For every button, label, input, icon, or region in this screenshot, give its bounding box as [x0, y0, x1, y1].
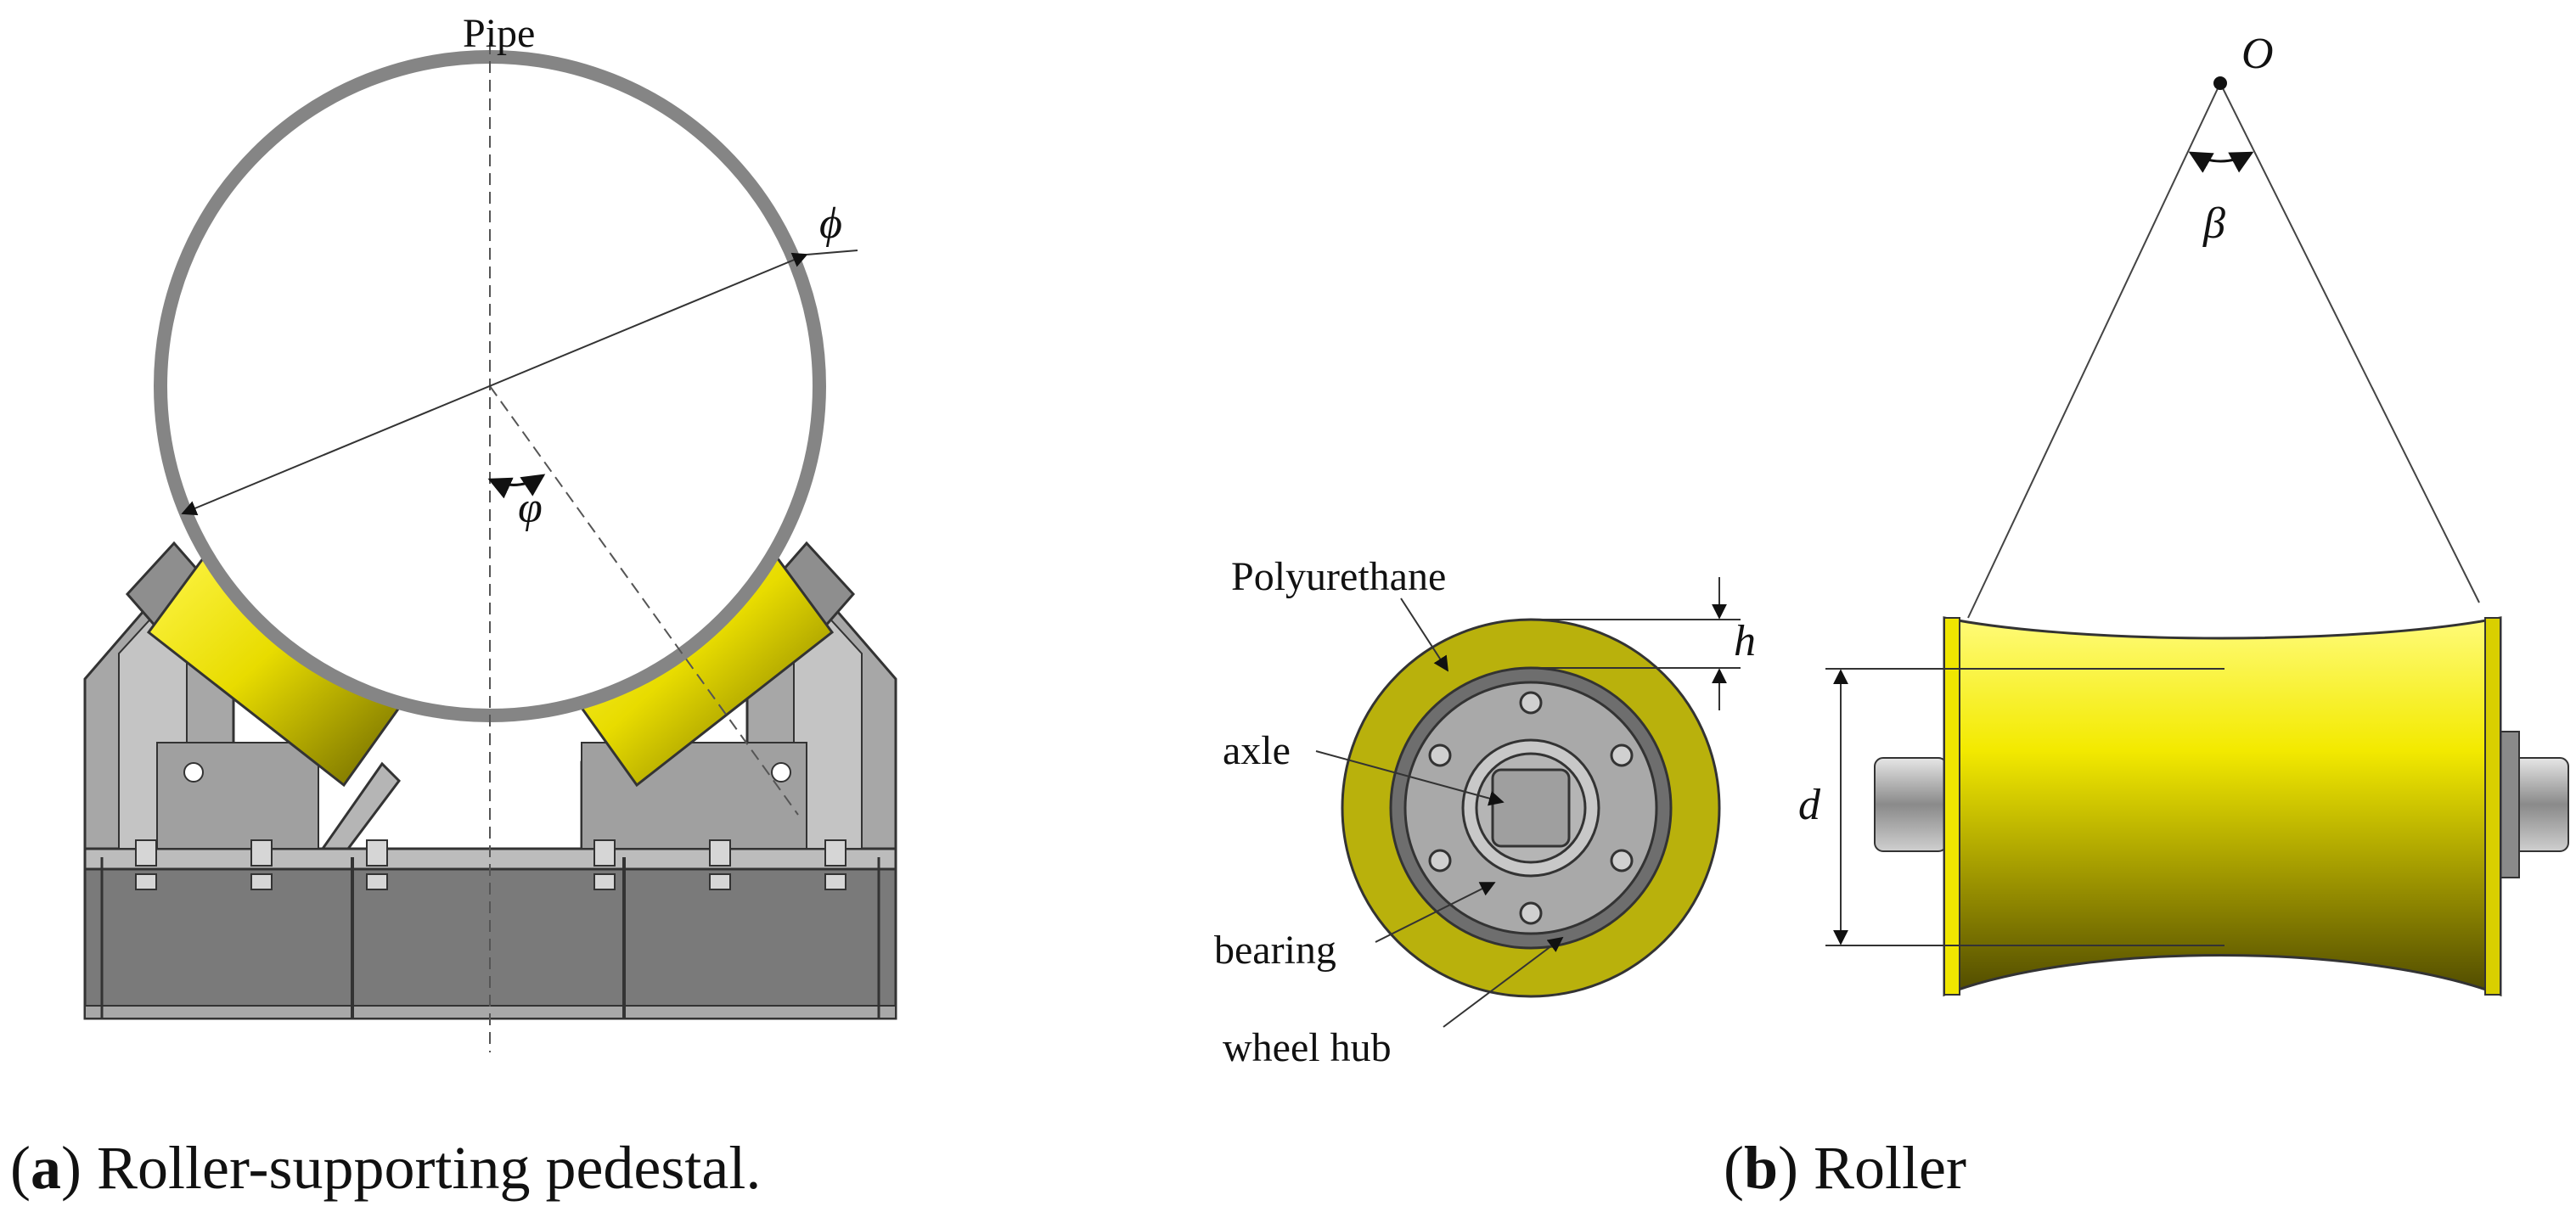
diameter-leader — [806, 250, 858, 255]
axle — [1491, 768, 1571, 848]
diameter-dimension-line — [181, 252, 808, 516]
bearing-label: bearing — [1214, 928, 1336, 973]
beta-symbol: β — [2202, 199, 2225, 248]
h-symbol: h — [1734, 617, 1756, 665]
center-point-o — [2213, 76, 2227, 90]
polyurethane-leader — [1400, 597, 1448, 672]
axle-label: axle — [1223, 728, 1291, 773]
hub-leader — [1443, 936, 1564, 1028]
axle-leader — [1315, 750, 1505, 806]
d-symbol: d — [1798, 781, 1821, 829]
diameter-symbol: ϕ — [819, 199, 842, 248]
panel-b-cross-section: h Polyurethane axle bearing wheel hub — [1214, 554, 1756, 1070]
hub-label: wheel hub — [1223, 1025, 1392, 1070]
caption-a: (a) Roller-supporting pedestal. — [10, 1134, 761, 1202]
panel-b-roller-side: O β d (b) Roller — [1724, 30, 2569, 1202]
caption-b: (b) Roller — [1724, 1134, 1966, 1202]
bolts — [135, 839, 846, 890]
polyurethane-label: Polyurethane — [1231, 554, 1446, 599]
pipe-label: Pipe — [463, 11, 535, 56]
phi-angle-arc — [487, 474, 546, 499]
panel-a-pedestal: Pipe ϕ φ (a) Roller-supporting pedestal. — [10, 11, 897, 1202]
angle-symbol: φ — [518, 484, 543, 532]
radius-line-right — [2219, 82, 2480, 603]
bearing-bolts — [1428, 691, 1634, 925]
o-symbol: O — [2241, 30, 2274, 78]
beta-angle-arc — [2188, 151, 2254, 173]
left-shaft — [1874, 757, 1948, 852]
contact-angle-line — [489, 385, 799, 816]
bearing-leader — [1375, 882, 1496, 943]
radius-line-left — [1967, 82, 2221, 619]
